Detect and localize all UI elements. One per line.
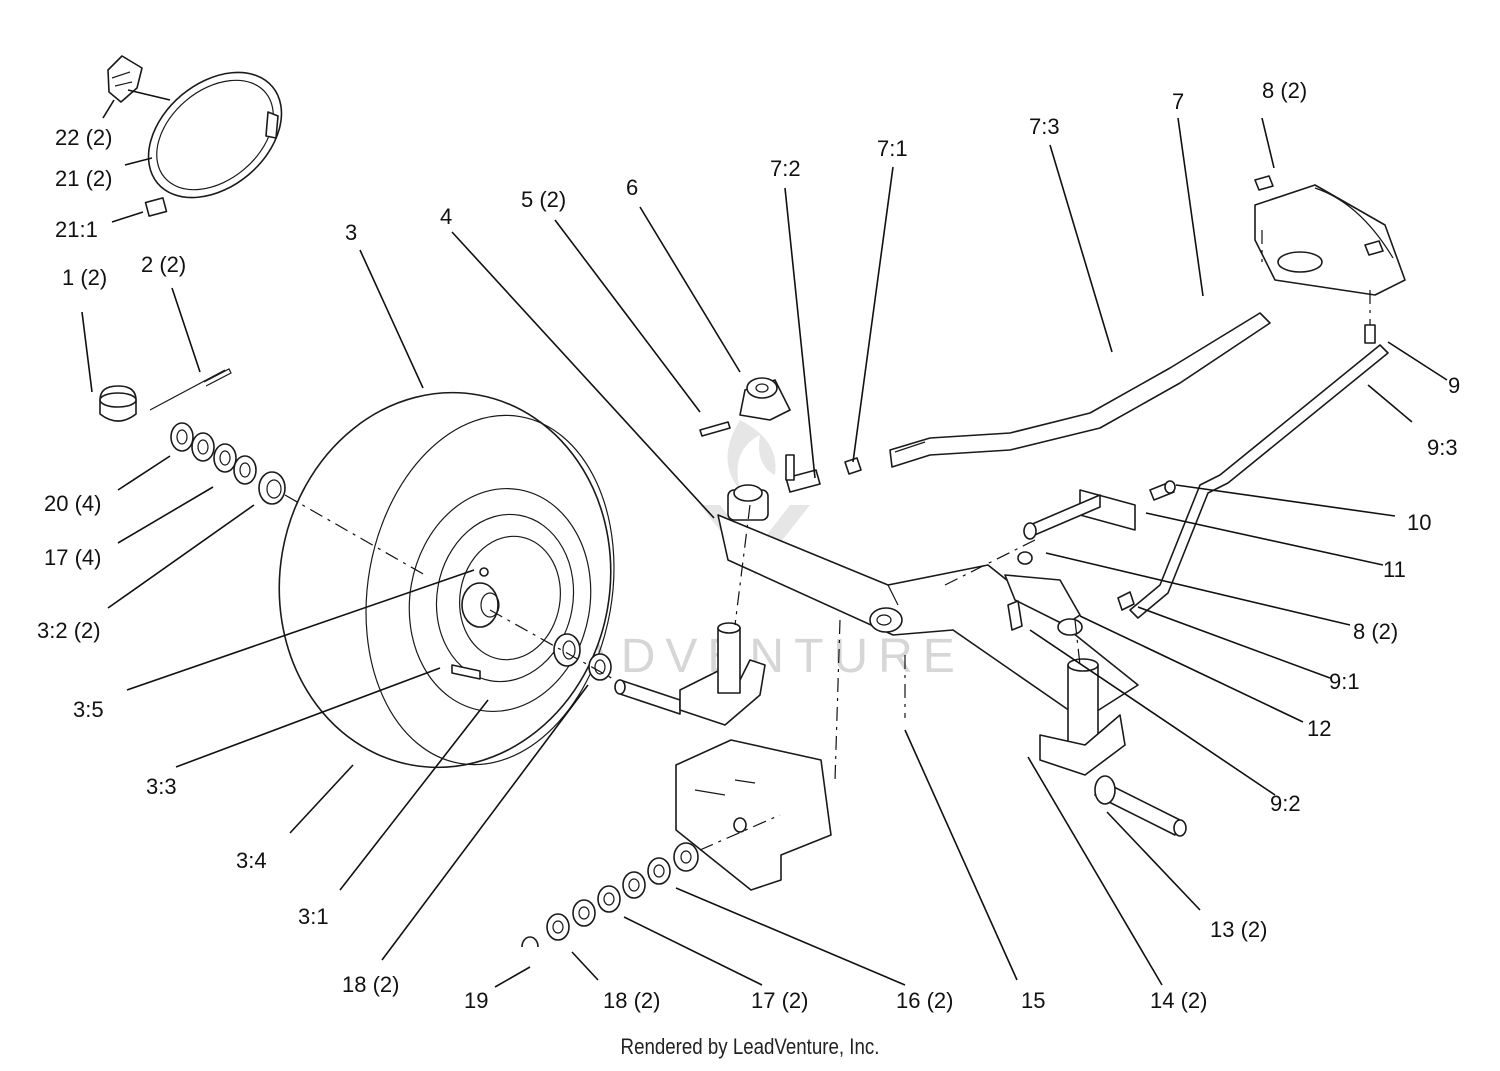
callout-18-left: 18 (2) — [342, 972, 399, 997]
callout-19: 19 — [464, 988, 488, 1013]
callout-21-1: 21:1 — [55, 217, 98, 242]
callout-15: 15 — [1021, 988, 1045, 1013]
callout-9: 9 — [1448, 373, 1460, 398]
leader-lines — [81, 89, 1448, 988]
callout-7-1: 7:1 — [877, 136, 908, 161]
lower-washers — [521, 842, 699, 948]
callout-21: 21 (2) — [55, 166, 112, 191]
callout-14: 14 (2) — [1150, 988, 1207, 1013]
callout-12: 12 — [1307, 716, 1331, 741]
bearing-part-3-2 — [461, 582, 499, 628]
cover-plate — [675, 739, 832, 891]
callout-8-top: 8 (2) — [1262, 78, 1307, 103]
callout-3-2: 3:2 (2) — [37, 618, 101, 643]
grease-fitting-3-5 — [479, 567, 489, 577]
callout-4: 4 — [440, 204, 452, 229]
axle-assembly — [553, 175, 1406, 837]
callout-3-1: 3:1 — [298, 904, 329, 929]
callout-9-2: 9:2 — [1270, 791, 1301, 816]
callout-11: 11 — [1383, 557, 1406, 582]
callout-labels: 22 (2) 21 (2) 21:1 1 (2) 2 (2) 3 4 5 (2)… — [37, 78, 1460, 1013]
pad-part-21-1 — [144, 197, 168, 217]
steering-sector — [1254, 184, 1406, 296]
callout-10: 10 — [1407, 510, 1431, 535]
callout-17-left: 17 (4) — [44, 545, 101, 570]
left-washers — [170, 422, 286, 505]
valve-stem-3-3 — [451, 664, 481, 680]
callout-13: 13 (2) — [1210, 917, 1267, 942]
callout-7: 7 — [1172, 89, 1184, 114]
callout-18-bottom: 18 (2) — [603, 988, 660, 1013]
callout-1: 1 (2) — [62, 265, 107, 290]
callout-9-3: 9:3 — [1427, 435, 1458, 460]
callout-17-bottom: 17 (2) — [751, 988, 808, 1013]
callout-9-1: 9:1 — [1329, 669, 1360, 694]
callout-6: 6 — [626, 175, 638, 200]
callout-8-mid: 8 (2) — [1353, 619, 1398, 644]
callout-2: 2 (2) — [141, 252, 186, 277]
callout-3: 3 — [345, 220, 357, 245]
callout-16: 16 (2) — [896, 988, 953, 1013]
callout-7-3: 7:3 — [1029, 114, 1060, 139]
callout-3-4: 3:4 — [236, 848, 267, 873]
cap-and-pin — [99, 368, 232, 422]
callout-20: 20 (4) — [44, 491, 101, 516]
callout-3-5: 3:5 — [73, 697, 104, 722]
center-lines — [284, 230, 1371, 851]
clip-part-22 — [107, 55, 143, 103]
callout-7-2: 7:2 — [770, 156, 801, 181]
hub-band-assembly — [107, 55, 283, 217]
callout-5: 5 (2) — [521, 187, 566, 212]
callout-22: 22 (2) — [55, 125, 112, 150]
render-credit: Rendered by LeadVenture, Inc. — [620, 1034, 880, 1059]
callout-3-3: 3:3 — [146, 774, 177, 799]
